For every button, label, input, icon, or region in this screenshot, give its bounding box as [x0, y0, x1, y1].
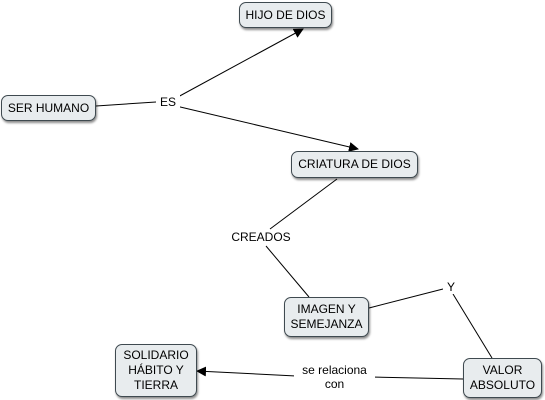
connector-criatura-creados [269, 178, 338, 230]
concept-hijo-de-dios[interactable]: HIJO DE DIOS [239, 2, 332, 28]
connector-se-relaciona-solidario [196, 366, 297, 377]
concept-imagen-y-semejanza[interactable]: IMAGEN Y SEMEJANZA [284, 297, 369, 337]
connector-y-valor [452, 293, 493, 359]
link-es: ES [156, 95, 180, 109]
link-creados: CREADOS [228, 230, 294, 244]
connector-es-criatura-de-dios [175, 105, 359, 152]
link-se-relaciona-con: se relaciona con [294, 363, 375, 391]
connector-ser-humano-es [95, 101, 157, 107]
concept-valor-absoluto[interactable]: VALOR ABSOLUTO [463, 358, 542, 398]
concept-solidario[interactable]: SOLIDARIO HÁBITO Y TIERRA [115, 344, 197, 397]
connector-valor-se-relaciona [370, 376, 464, 380]
concept-criatura-de-dios[interactable]: CRIATURA DE DIOS [291, 151, 418, 178]
connector-es-hijo-de-dios [175, 28, 304, 99]
connector-imagen-y [368, 288, 444, 309]
link-y: Y [443, 280, 459, 294]
connector-creados-imagen [265, 245, 310, 298]
concept-ser-humano[interactable]: SER HUMANO [1, 95, 96, 121]
